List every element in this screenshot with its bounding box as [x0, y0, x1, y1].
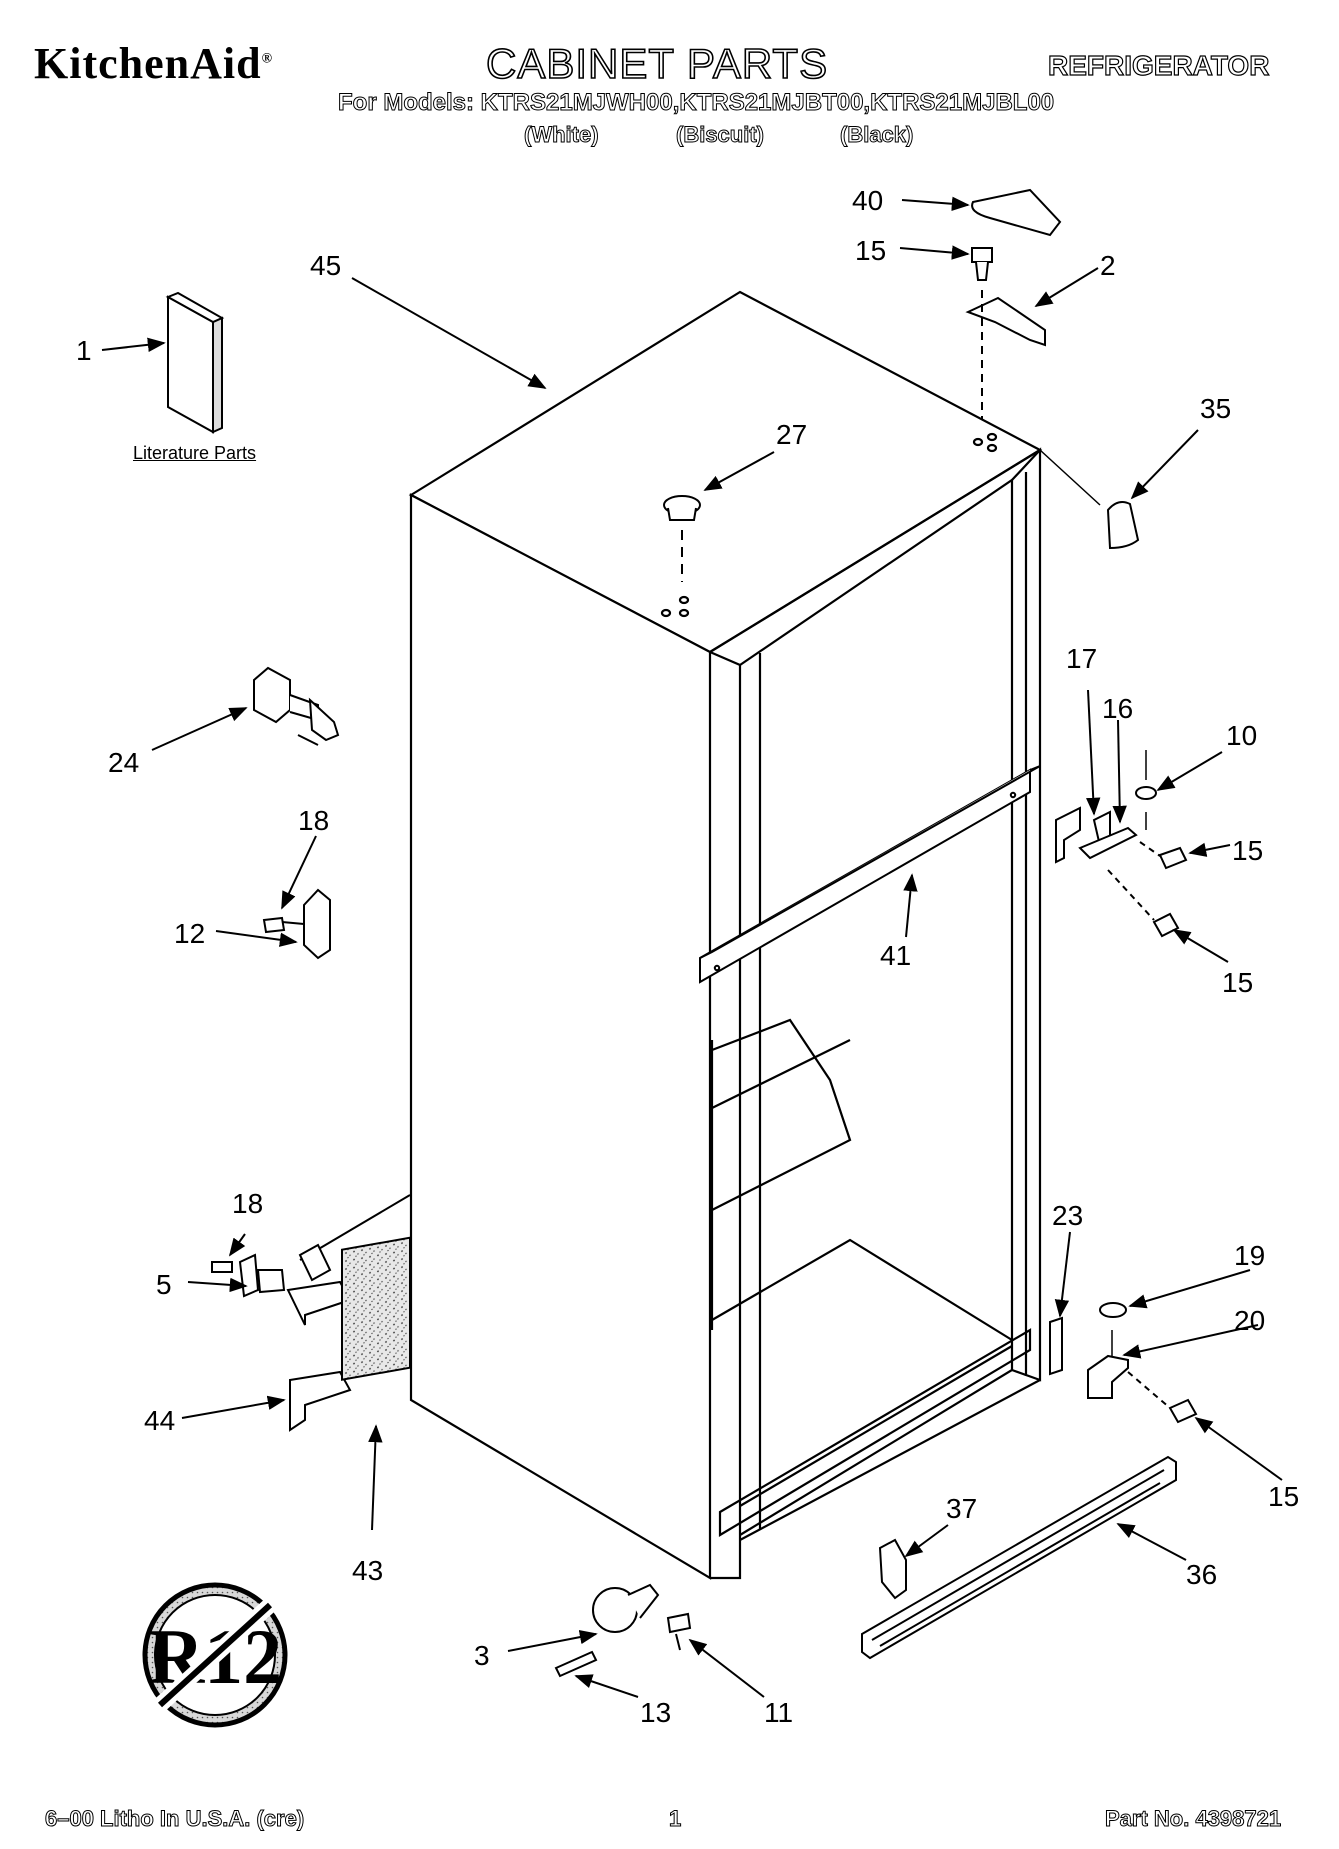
leveling-leg	[253, 666, 340, 746]
refrigerator-cabinet	[408, 290, 1043, 1580]
callout-arrows	[101, 196, 1283, 1698]
footer-page-number: 1	[668, 1806, 682, 1832]
color-white: (White)	[524, 122, 600, 148]
brand-logo: KitchenAid®	[34, 38, 273, 89]
no-r12-badge: R12	[142, 1582, 288, 1728]
leveling-bracket-upper	[262, 888, 331, 960]
models-line: For Models: KTRS21MJWH00,KTRS21MJBT00,KT…	[337, 89, 1055, 117]
callout-27: 27	[776, 419, 807, 450]
callout-17: 17	[1066, 643, 1097, 674]
callout-15-lower: 15	[1222, 967, 1253, 998]
grille-clip	[878, 1538, 907, 1600]
literature-booklet	[165, 291, 225, 434]
callout-10: 10	[1226, 720, 1257, 751]
callout-45: 45	[310, 250, 341, 281]
callout-11: 11	[764, 1697, 793, 1728]
hinge-pin-cover	[1039, 449, 1140, 550]
callout-5: 5	[156, 1269, 172, 1300]
callout-36: 36	[1186, 1559, 1217, 1590]
color-black: (Black)	[839, 122, 914, 148]
callout-44: 44	[144, 1405, 175, 1436]
callout-43: 43	[352, 1555, 383, 1586]
callout-16: 16	[1102, 693, 1133, 724]
callout-3: 3	[474, 1640, 490, 1671]
cap-plug	[663, 495, 701, 582]
callout-18-upper: 18	[298, 805, 329, 836]
callout-24: 24	[108, 747, 139, 778]
top-hinge	[965, 290, 1046, 420]
center-hinge-parts	[1055, 750, 1188, 938]
lower-brackets	[211, 1194, 411, 1432]
callout-18-lower: 18	[232, 1188, 263, 1219]
brand-name: KitchenAid	[34, 39, 262, 88]
callout-15-top: 15	[855, 235, 886, 266]
callout-40: 40	[852, 185, 883, 216]
callout-19: 19	[1234, 1240, 1265, 1271]
callout-numbers: 40 15 2 45 1 35 27 24 17 16 10 18 15 12 …	[76, 185, 1299, 1728]
literature-parts-label: Literature Parts	[133, 443, 257, 463]
page-title: CABINET PARTS	[485, 39, 829, 88]
callout-23: 23	[1052, 1200, 1083, 1231]
appliance-type: REFRIGERATOR	[1047, 49, 1270, 81]
roller-assembly	[554, 1583, 692, 1678]
callout-12: 12	[174, 918, 205, 949]
footer-part-number: Part No. 4398721	[1104, 1806, 1282, 1832]
callout-15-mid: 15	[1232, 835, 1263, 866]
toe-grille	[861, 1455, 1177, 1660]
callout-13: 13	[640, 1697, 671, 1728]
callout-1: 1	[76, 335, 92, 366]
divider-bar	[699, 765, 1041, 984]
callout-35: 35	[1200, 393, 1231, 424]
color-biscuit: (Biscuit)	[676, 122, 765, 148]
callout-41: 41	[880, 940, 911, 971]
insulation-pad	[341, 1236, 411, 1381]
footer-litho: 6–00 Litho In U.S.A. (cre)	[44, 1806, 305, 1832]
callout-20: 20	[1234, 1305, 1265, 1336]
callout-2: 2	[1100, 250, 1116, 281]
callout-37: 37	[946, 1493, 977, 1524]
callout-15-bottom: 15	[1268, 1481, 1299, 1512]
hinge-cover	[971, 188, 1062, 237]
bottom-hinge-parts	[1049, 1302, 1198, 1424]
registered-mark: ®	[261, 51, 274, 67]
screw-top	[971, 247, 993, 281]
